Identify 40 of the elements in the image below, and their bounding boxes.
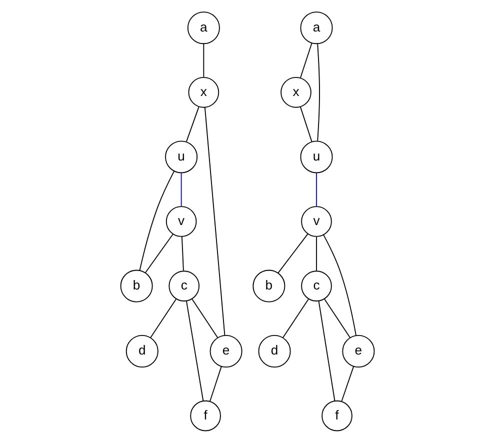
connector (324, 298, 351, 338)
connector (186, 300, 204, 402)
node-circle: u (165, 140, 198, 174)
connector (318, 300, 336, 402)
node-circle: f (190, 400, 221, 432)
node-circle: a (300, 12, 333, 44)
node-circle: x (188, 77, 220, 108)
node-circle: c (168, 270, 200, 302)
node-circle: d (126, 335, 158, 368)
connector (181, 236, 184, 271)
connector (300, 106, 312, 142)
connector (316, 172, 317, 206)
node-circle: v (301, 206, 332, 237)
node-circle: d (258, 335, 291, 368)
connector (282, 298, 309, 338)
node-circle: e (342, 335, 375, 368)
node-circle: c (301, 270, 332, 302)
node-circle: f (322, 400, 352, 432)
node-circle: a (187, 12, 220, 44)
connector (186, 106, 200, 142)
connector (204, 107, 226, 336)
node-circle: b (120, 270, 153, 302)
connector (180, 172, 182, 206)
node-circle: b (252, 270, 286, 302)
connector (300, 42, 312, 78)
connector (150, 298, 176, 338)
connector (210, 366, 222, 402)
connector (323, 234, 356, 336)
connector (139, 170, 175, 271)
connector (317, 44, 320, 142)
connector (316, 236, 317, 272)
node-circle: u (300, 140, 333, 174)
connector (278, 233, 308, 274)
node-circle: e (210, 335, 242, 368)
node-circle: v (166, 206, 197, 237)
connector (203, 44, 204, 78)
connector (341, 366, 354, 402)
connector (145, 234, 174, 273)
node-circle: x (280, 77, 312, 108)
connector (192, 298, 218, 338)
